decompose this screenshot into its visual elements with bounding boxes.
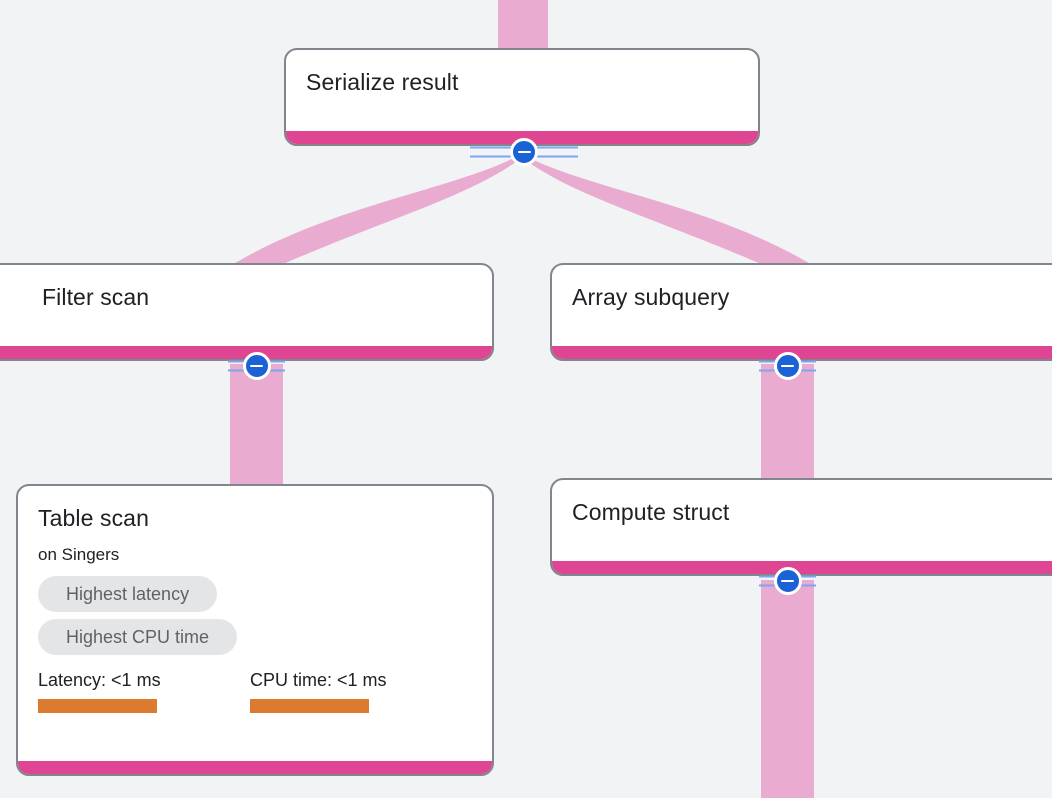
minus-circle-icon[interactable] bbox=[510, 138, 538, 166]
collapse-handle-serialize-result[interactable] bbox=[470, 138, 578, 166]
node-body: Table scan on Singers Highest latency Hi… bbox=[18, 486, 492, 761]
node-body: Serialize result bbox=[286, 50, 758, 131]
metric-label: Latency: <1 ms bbox=[38, 670, 161, 690]
collapse-handle-compute-struct[interactable] bbox=[759, 567, 816, 595]
edge-compute-struct-outgoing bbox=[761, 580, 814, 798]
node-accent-bar bbox=[552, 561, 1052, 574]
edge-serialize-to-filter-scan bbox=[230, 157, 523, 268]
status-badge-highest-latency: Highest latency bbox=[38, 576, 218, 612]
plan-node-serialize-result[interactable]: Serialize result bbox=[284, 48, 760, 146]
node-accent-bar bbox=[18, 761, 492, 774]
plan-node-filter-scan[interactable]: Filter scan bbox=[0, 263, 494, 361]
metric-bar-latency bbox=[38, 699, 157, 713]
node-accent-bar bbox=[552, 346, 1052, 359]
node-title: Table scan bbox=[38, 505, 149, 531]
metric-cpu-time: CPU time: <1 ms bbox=[250, 669, 387, 713]
node-body: Compute struct bbox=[552, 480, 1052, 561]
collapse-handle-filter-scan[interactable] bbox=[228, 352, 285, 380]
node-title: Compute struct bbox=[572, 499, 730, 525]
collapse-handle-array-subquery[interactable] bbox=[759, 352, 816, 380]
minus-circle-icon[interactable] bbox=[242, 352, 271, 380]
minus-circle-icon[interactable] bbox=[773, 352, 802, 380]
plan-node-compute-struct[interactable]: Compute struct bbox=[550, 478, 1052, 576]
status-badge-highest-cpu-time: Highest CPU time bbox=[38, 619, 238, 655]
node-metrics: Latency: <1 ms CPU time: <1 ms bbox=[38, 669, 387, 713]
node-body: Filter scan bbox=[0, 265, 492, 346]
plan-node-table-scan[interactable]: Table scan on Singers Highest latency Hi… bbox=[16, 484, 494, 776]
node-body: Array subquery bbox=[552, 265, 1052, 346]
metric-bar-cpu-time bbox=[250, 699, 369, 713]
metric-label: CPU time: <1 ms bbox=[250, 670, 387, 690]
node-accent-bar bbox=[0, 346, 492, 359]
minus-circle-icon[interactable] bbox=[773, 567, 802, 595]
node-title: Array subquery bbox=[572, 284, 730, 310]
edge-serialize-to-array-subquery bbox=[521, 157, 814, 268]
node-title: Serialize result bbox=[306, 69, 459, 95]
node-subtitle: on Singers bbox=[38, 545, 120, 564]
edge-incoming-serialize bbox=[498, 0, 548, 50]
edge-array-subquery-to-compute-struct bbox=[761, 364, 814, 490]
node-title: Filter scan bbox=[42, 284, 150, 310]
edge-filter-scan-to-table-scan bbox=[230, 364, 283, 490]
node-badges: Highest latency Highest CPU time bbox=[38, 576, 238, 655]
plan-node-array-subquery[interactable]: Array subquery bbox=[550, 263, 1052, 361]
metric-latency: Latency: <1 ms bbox=[38, 669, 250, 713]
